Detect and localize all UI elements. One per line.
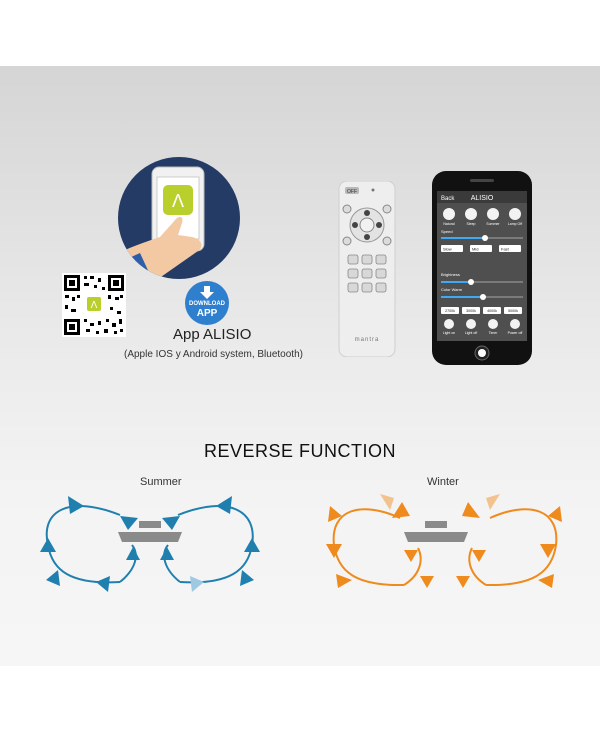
summer-label: Summer xyxy=(140,476,182,488)
svg-text:2700k: 2700k xyxy=(445,309,455,313)
badge-line1: DOWNLOAD xyxy=(189,301,225,307)
svg-text:Sleep: Sleep xyxy=(467,222,476,226)
svg-text:Light off: Light off xyxy=(465,331,477,335)
remote-brand: mantra xyxy=(355,337,380,343)
app-title: App ALISIO xyxy=(173,326,252,343)
app-back-button: Back xyxy=(441,196,455,202)
app-icon xyxy=(163,185,193,215)
smartphone: Back ALISIO Natural Sleep Summer Lamp Of… xyxy=(432,171,532,365)
svg-text:Fast: Fast xyxy=(501,247,510,252)
remote-off-button xyxy=(345,187,359,194)
background-panel xyxy=(0,66,600,666)
svg-text:Power off: Power off xyxy=(508,331,523,335)
app-icon-letter: Λ xyxy=(172,191,184,211)
svg-text:Lamp Off: Lamp Off xyxy=(508,222,522,226)
svg-text:Brightness: Brightness xyxy=(441,272,460,277)
badge-line2: APP xyxy=(196,308,218,319)
summer-diagram xyxy=(40,496,260,592)
winter-label: Winter xyxy=(427,476,459,488)
remote-control: OFF mantra xyxy=(337,180,397,358)
svg-text:Speed: Speed xyxy=(441,229,453,234)
svg-text:3000k: 3000k xyxy=(466,309,476,313)
winter-diagram xyxy=(326,494,562,588)
svg-text:Mid: Mid xyxy=(472,247,478,252)
svg-text:Summer: Summer xyxy=(486,222,500,226)
svg-text:Color Warm: Color Warm xyxy=(441,287,463,292)
svg-text:Slow: Slow xyxy=(443,247,452,252)
svg-text:Λ: Λ xyxy=(91,300,98,311)
svg-text:Light on: Light on xyxy=(443,331,456,335)
reverse-function-title: REVERSE FUNCTION xyxy=(203,441,397,461)
hand-phone-illustration: Λ xyxy=(118,166,205,279)
svg-text:4000k: 4000k xyxy=(487,309,497,313)
svg-text:Timer: Timer xyxy=(489,331,499,335)
svg-text:OFF: OFF xyxy=(347,189,357,195)
summer-fan xyxy=(118,521,182,542)
svg-text:5000k: 5000k xyxy=(508,309,518,313)
app-promo-circle: Λ xyxy=(118,157,240,279)
svg-text:Natural: Natural xyxy=(443,222,455,226)
qr-code[interactable]: Λ xyxy=(62,273,126,337)
download-app-badge[interactable]: DOWNLOAD APP xyxy=(185,281,229,325)
winter-fan xyxy=(404,521,468,542)
airflow-diagram xyxy=(0,490,600,610)
app-screen-title: ALISIO xyxy=(471,195,494,202)
download-arrow-icon xyxy=(200,286,214,299)
app-subtitle: (Apple IOS y Android system, Bluetooth) xyxy=(124,349,303,360)
